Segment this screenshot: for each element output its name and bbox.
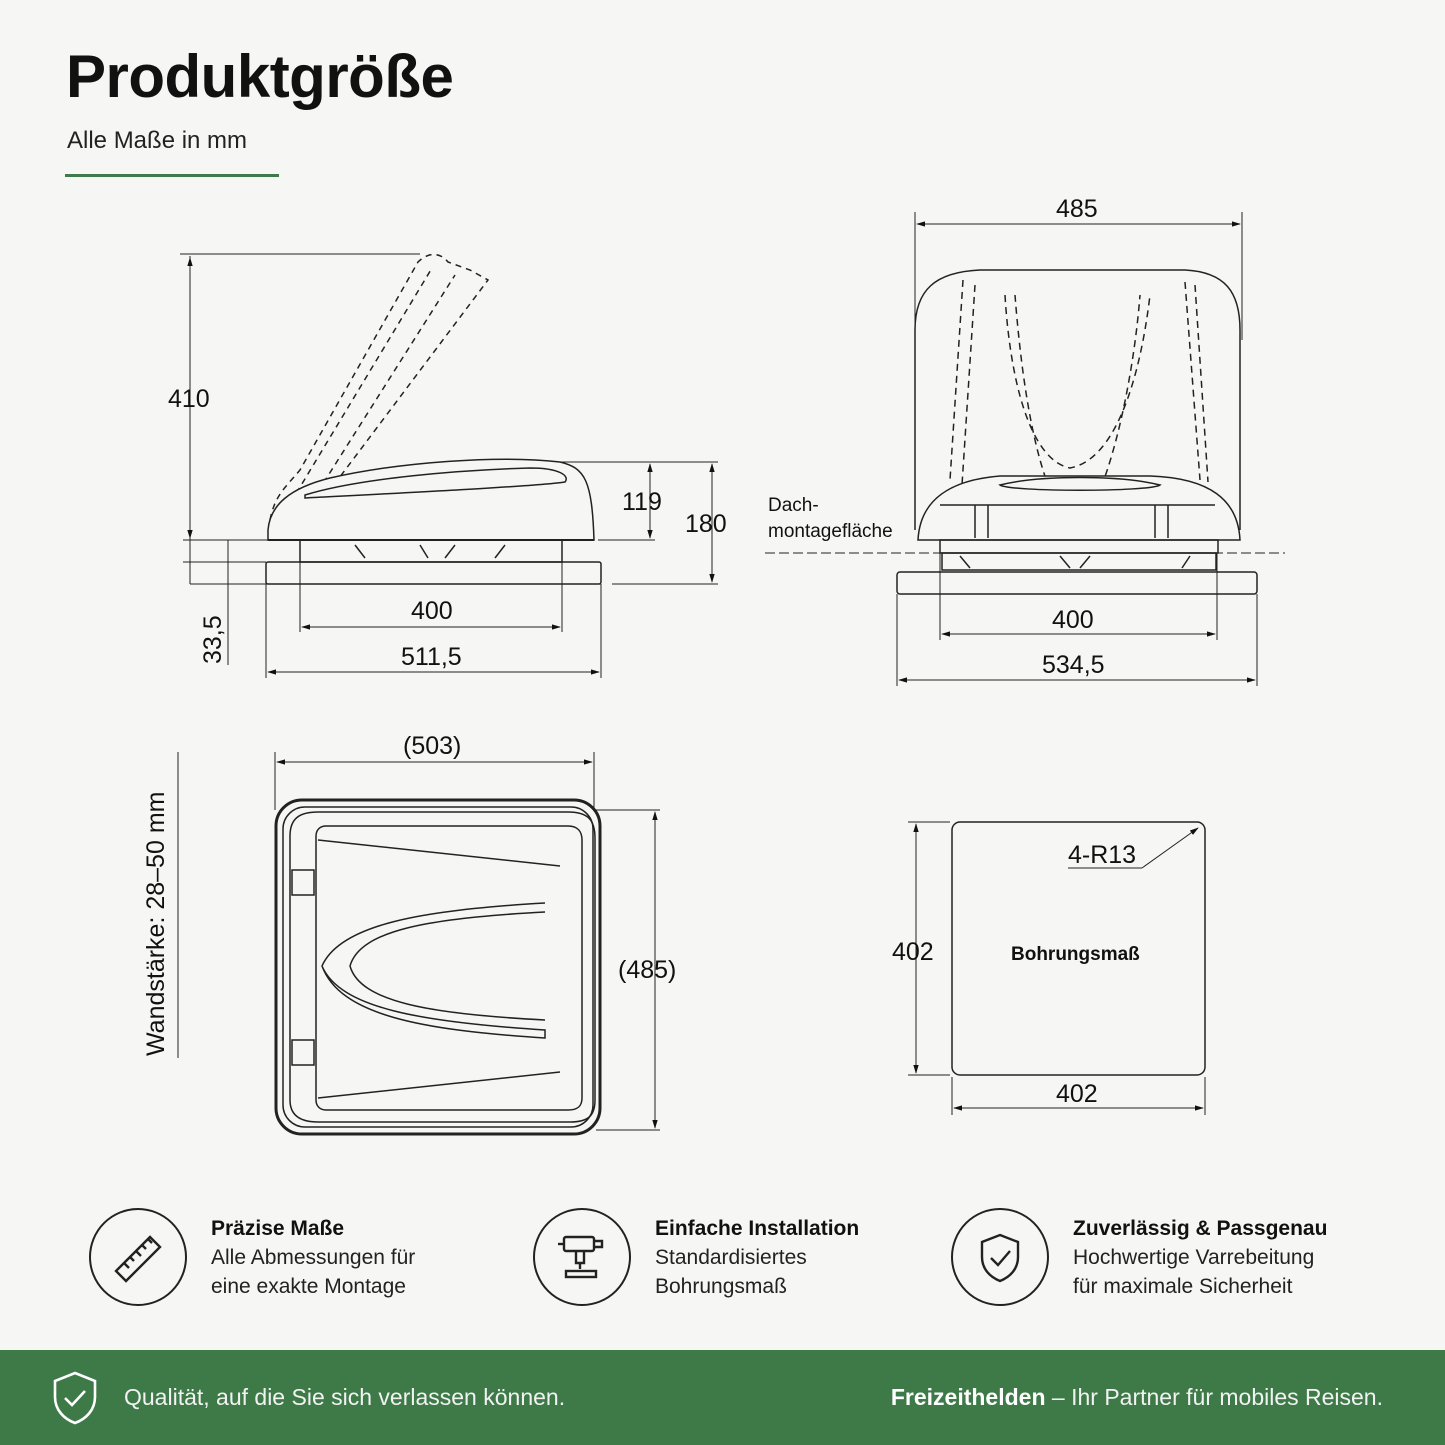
dim-front-outer-width: 534,5: [1042, 651, 1105, 679]
feature-title: Zuverlässig & Passgenau: [1073, 1216, 1328, 1240]
mount-surface-label-2: montagefläche: [768, 521, 893, 542]
dim-side-inner-width: 400: [411, 597, 453, 625]
feature-line: Bohrungsmaß: [655, 1274, 787, 1298]
dim-height-lid: 119: [622, 488, 662, 516]
side-view: [180, 253, 718, 678]
footer-bar: Qualität, auf die Sie sich verlassen kön…: [0, 1350, 1445, 1445]
feature-line: Alle Abmessungen für: [211, 1245, 416, 1269]
feature-title: Einfache Installation: [655, 1216, 860, 1240]
footer-tagline: Qualität, auf die Sie sich verlassen kön…: [124, 1384, 566, 1410]
shield-check-icon: [951, 1208, 1049, 1306]
brand-name: Freizeithelden: [890, 1384, 1046, 1410]
footer-brand-line: Freizeithelden – Ihr Partner für mobiles…: [891, 1384, 1383, 1411]
dim-top-width: (503): [403, 732, 461, 760]
cutout-view: [908, 821, 1206, 1115]
dim-height-open: 410: [168, 385, 210, 413]
dim-front-top-width: 485: [1056, 195, 1098, 223]
dim-cutout-height: 402: [892, 938, 934, 966]
dim-base-height: 33,5: [199, 615, 227, 664]
feature-precise: Präzise Maße Alle Abmessungen für eine e…: [89, 1208, 415, 1306]
dim-front-inner-width: 400: [1052, 606, 1094, 634]
feature-installation: Einfache Installation Standardisiertes B…: [533, 1208, 859, 1306]
mount-surface-label-1: Dach-: [768, 495, 819, 516]
feature-line: für maximale Sicherheit: [1073, 1274, 1293, 1298]
shield-check-icon: [51, 1370, 99, 1431]
feature-line: Standardisiertes: [655, 1245, 807, 1269]
ruler-icon: [89, 1208, 187, 1306]
cutout-label: Bohrungsmaß: [1011, 944, 1140, 965]
technical-drawings: 410 119 180 33,5 400 511,5 485 Dach- mon…: [142, 195, 1285, 1136]
feature-row: Präzise Maße Alle Abmessungen für eine e…: [0, 1208, 1445, 1318]
feature-line: eine exakte Montage: [211, 1274, 406, 1298]
cutout-radius: 4-R13: [1068, 841, 1136, 869]
feature-reliable: Zuverlässig & Passgenau Hochwertige Varr…: [951, 1208, 1327, 1306]
dim-height-total: 180: [685, 510, 727, 538]
dim-top-depth: (485): [618, 956, 676, 984]
dim-cutout-width: 402: [1056, 1080, 1098, 1108]
title-underline: [65, 174, 279, 177]
wall-thickness-label: Wandstärke: 28–50 mm: [142, 792, 170, 1056]
feature-title: Präzise Maße: [211, 1216, 345, 1240]
dim-side-outer-width: 511,5: [401, 643, 462, 671]
top-view: [177, 752, 660, 1136]
drill-icon: [533, 1208, 631, 1306]
page-title: Produktgröße: [66, 43, 454, 110]
page-subtitle: Alle Maße in mm: [67, 127, 248, 154]
brand-suffix: – Ihr Partner für mobiles Reisen.: [1045, 1384, 1383, 1410]
feature-line: Hochwertige Varrebeitung: [1073, 1245, 1315, 1269]
front-view: [765, 212, 1285, 686]
